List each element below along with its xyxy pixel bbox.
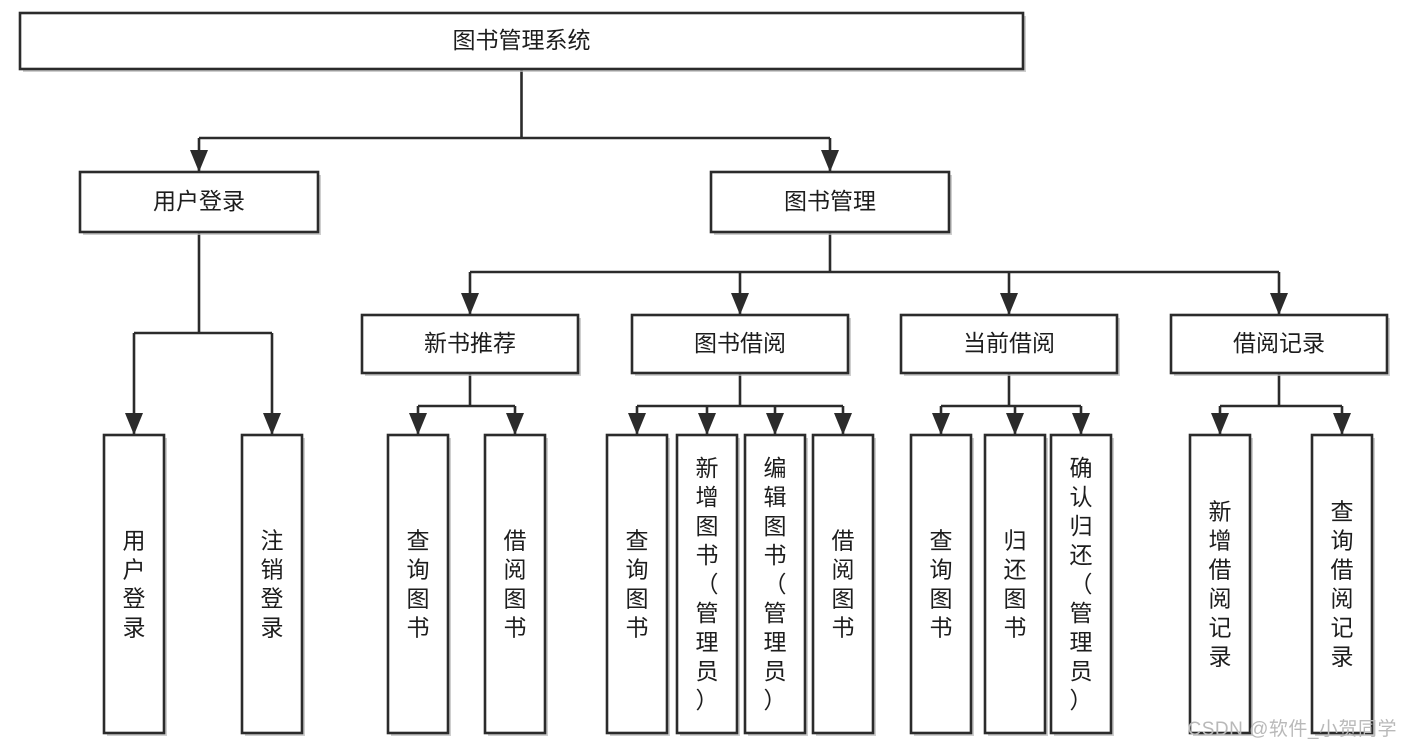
node-root-root[interactable]: 图书管理系统 <box>18 11 1026 72</box>
node-label: 图书管理系统 <box>453 27 591 53</box>
node-label: 用户登录 <box>123 528 146 641</box>
node-label: 图书借阅 <box>694 330 786 356</box>
node-label: 当前借阅 <box>963 330 1055 356</box>
node-leaf-edit-book[interactable]: 编辑图书（管理员） <box>743 433 808 736</box>
node-label: 查询借阅记录 <box>1331 499 1354 670</box>
node-leaf-user-login[interactable]: 用户登录 <box>102 433 167 736</box>
node-user-login[interactable]: 用户登录 <box>78 170 321 235</box>
node-borrow-record[interactable]: 借阅记录 <box>1169 313 1390 376</box>
node-leaf-logout[interactable]: 注销登录 <box>240 433 305 736</box>
node-leaf-query-book-1[interactable]: 查询图书 <box>386 433 451 736</box>
node-label: 查询图书 <box>930 528 953 641</box>
node-leaf-borrow-book-1[interactable]: 借阅图书 <box>483 433 548 736</box>
node-label: 编辑图书（管理员） <box>764 455 787 713</box>
connector-layer <box>125 69 1351 435</box>
node-label: 用户登录 <box>153 188 245 214</box>
node-current-borrow[interactable]: 当前借阅 <box>899 313 1120 376</box>
node-label: 图书管理 <box>784 188 876 214</box>
node-leaf-query-book-2[interactable]: 查询图书 <box>605 433 670 736</box>
node-leaf-query-record[interactable]: 查询借阅记录 <box>1310 433 1375 736</box>
node-label: 借阅图书 <box>832 528 855 641</box>
node-leaf-confirm-return[interactable]: 确认归还（管理员） <box>1049 433 1114 736</box>
node-label: 确认归还（管理员） <box>1070 455 1093 713</box>
node-label: 归还图书 <box>1004 528 1027 641</box>
node-label: 借阅记录 <box>1233 330 1325 356</box>
node-label: 查询图书 <box>626 528 649 641</box>
node-label: 查询图书 <box>407 528 430 641</box>
node-leaf-borrow-book-2[interactable]: 借阅图书 <box>811 433 876 736</box>
node-new-book-recommend[interactable]: 新书推荐 <box>360 313 581 376</box>
node-book-manage[interactable]: 图书管理 <box>709 170 952 235</box>
node-label: 新增借阅记录 <box>1209 499 1232 670</box>
node-label: 注销登录 <box>261 528 284 641</box>
node-label: 新书推荐 <box>424 330 516 356</box>
node-leaf-query-book-3[interactable]: 查询图书 <box>909 433 974 736</box>
node-layer: 图书管理系统用户登录图书管理新书推荐图书借阅当前借阅借阅记录用户登录注销登录查询… <box>18 11 1390 736</box>
node-leaf-add-book[interactable]: 新增图书（管理员） <box>675 433 740 736</box>
node-leaf-return-book[interactable]: 归还图书 <box>983 433 1048 736</box>
node-book-borrow[interactable]: 图书借阅 <box>630 313 851 376</box>
node-label: 新增图书（管理员） <box>696 455 719 713</box>
node-label: 借阅图书 <box>504 528 527 641</box>
node-leaf-add-record[interactable]: 新增借阅记录 <box>1188 433 1253 736</box>
